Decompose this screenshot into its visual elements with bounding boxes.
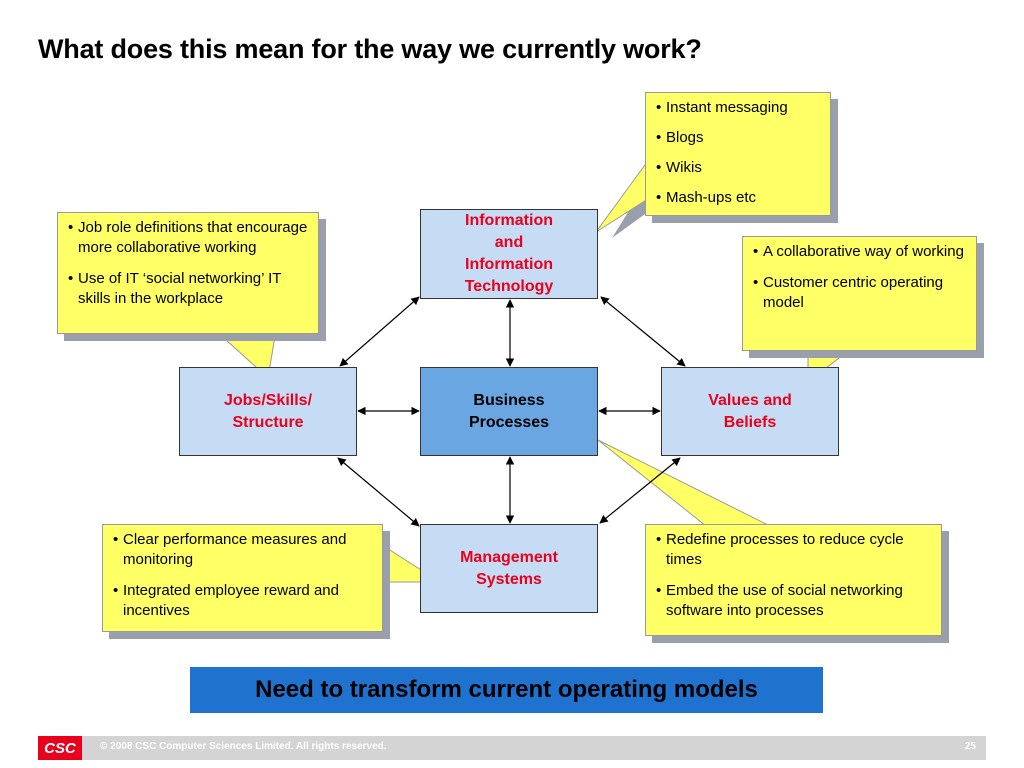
conclusion-banner: Need to transform current operating mode… (190, 667, 823, 713)
callout-item: Job role definitions that encourage more… (68, 218, 310, 258)
copyright-text: © 2008 CSC Computer Sciences Limited. Al… (100, 741, 387, 752)
arrow-it-jobs (339, 296, 420, 367)
callout-item: Wikis (656, 158, 822, 178)
node-management-systems: Management Systems (420, 524, 598, 613)
callout-process: Redefine processes to reduce cycle times… (645, 524, 942, 636)
callout-item: Blogs (656, 128, 822, 148)
arrow-it-values (600, 296, 686, 367)
page-number: 25 (964, 741, 976, 752)
csc-logo: CSC (38, 736, 82, 760)
callout-item: A collaborative way of working (753, 242, 968, 262)
callout-item: Embed the use of social networking softw… (656, 581, 933, 621)
arrow-jobs-mgmt (337, 457, 420, 527)
callout-it-tools: Instant messaging Blogs Wikis Mash-ups e… (645, 92, 831, 216)
node-business-processes: Business Processes (420, 367, 598, 456)
node-values-and-beliefs: Values and Beliefs (661, 367, 839, 456)
node-label: Jobs/Skills/ Structure (223, 391, 313, 431)
node-jobs-skills-structure: Jobs/Skills/ Structure (179, 367, 357, 456)
callout-management: Clear performance measures and monitorin… (102, 524, 383, 632)
callout-item: Integrated employee reward and incentive… (113, 581, 374, 621)
arrow-values-mgmt (599, 457, 681, 524)
node-label: Values and Beliefs (708, 391, 792, 431)
node-label: Business Processes (468, 391, 550, 431)
callout-item: Customer centric operating model (753, 273, 968, 313)
page-title: What does this mean for the way we curre… (38, 34, 702, 64)
node-label: Information and Information Technology (464, 212, 554, 295)
node-label: Management Systems (460, 548, 558, 588)
footer-bar: CSC © 2008 CSC Computer Sciences Limited… (38, 736, 986, 760)
callout-item: Instant messaging (656, 98, 822, 118)
callout-item: Redefine processes to reduce cycle times (656, 530, 933, 570)
node-information-technology: Information and Information Technology (420, 209, 598, 299)
callout-jobs: Job role definitions that encourage more… (57, 212, 319, 334)
callout-item: Mash-ups etc (656, 188, 822, 208)
callout-item: Clear performance measures and monitorin… (113, 530, 374, 570)
callout-item: Use of IT ‘social networking’ IT skills … (68, 269, 310, 309)
callout-values: A collaborative way of working Customer … (742, 236, 977, 351)
